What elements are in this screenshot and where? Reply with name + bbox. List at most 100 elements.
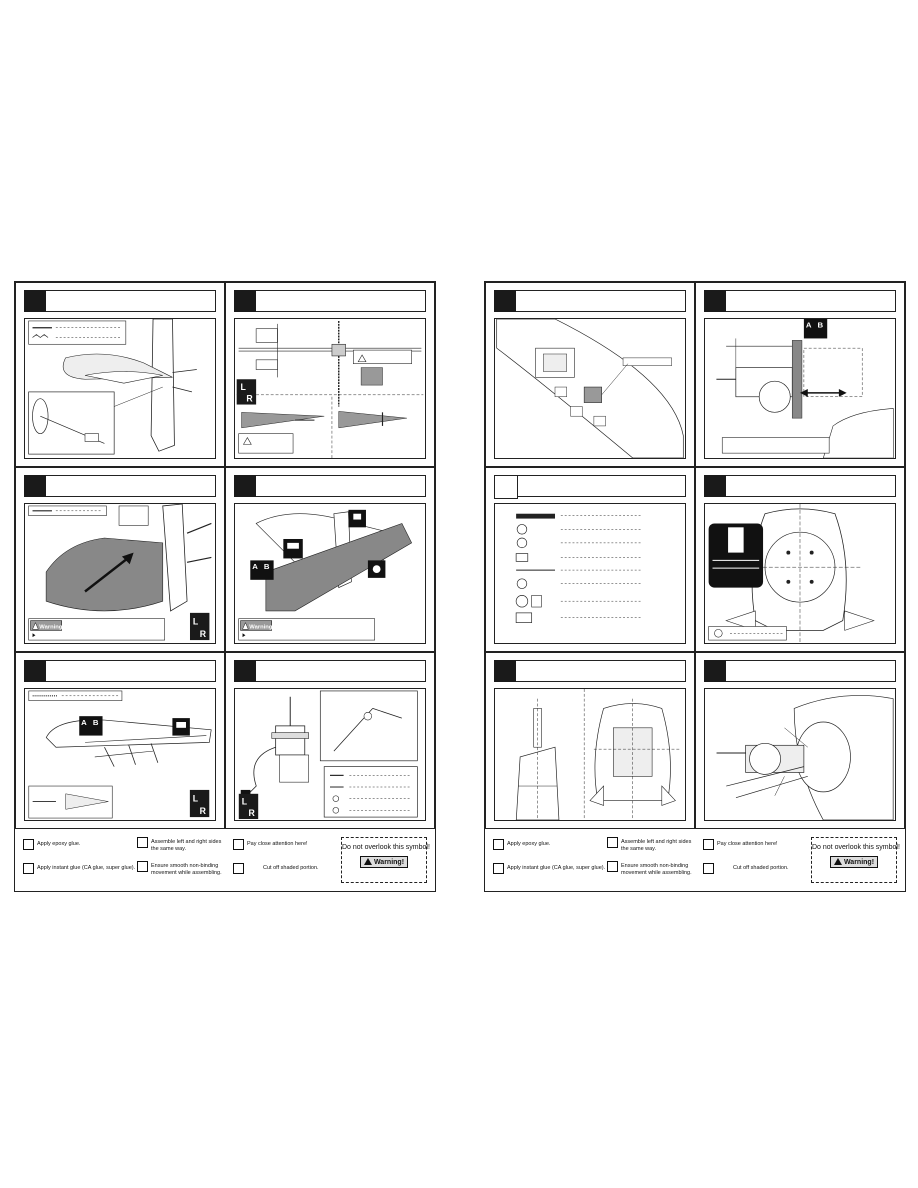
step-illustration-engine-mount: A B [704, 318, 896, 459]
step-panel-4: A B Warning! [225, 467, 435, 652]
legend-text: Cut off shaded portion. [263, 865, 319, 871]
step-panel-9 [485, 467, 695, 652]
ab-glue-a: A [81, 718, 87, 727]
elevator-glue-diagram: A B Warning! [238, 509, 413, 641]
warning-badge: Warning! [359, 856, 409, 868]
legend-text: Apply epoxy glue. [507, 841, 551, 847]
step-number-box [24, 660, 46, 682]
warning-badge-label: Warning! [249, 624, 274, 630]
legend-text: Assemble left and right sides the same w… [151, 839, 222, 852]
step-header [24, 290, 216, 312]
left-right-icon [607, 837, 618, 848]
overlook-text: Do not overlook this symbol! [812, 844, 900, 851]
step-number-box [234, 475, 256, 497]
firewall-drill-diagram [708, 504, 875, 643]
instant-glue-icon [23, 863, 34, 874]
step-header [234, 290, 426, 312]
manual-page-left: L R [14, 281, 436, 892]
ab-glue-b: B [817, 321, 823, 330]
step-panel-6: L R [225, 652, 435, 829]
warning-badge-label: Warning! [373, 859, 405, 866]
step-header [24, 660, 216, 682]
parts-list-diagram [515, 513, 643, 623]
step-header [494, 290, 686, 312]
hinge-alignment-diagram: L R [236, 320, 424, 458]
attention-icon [233, 839, 244, 850]
step-number-box [24, 475, 46, 497]
step-header [494, 475, 686, 499]
elevator-hinge-diagram [28, 319, 197, 455]
left-right-icon [137, 837, 148, 848]
engine-attach-diagram [716, 695, 894, 820]
legend-text: Ensure smooth non-binding movement while… [621, 863, 692, 876]
step-number-box [234, 290, 256, 312]
ab-glue-b: B [264, 562, 270, 571]
step-panel-5: A B L R [15, 652, 225, 829]
step-illustration-parts-list [494, 503, 686, 644]
servo-install-diagram: L R [238, 690, 418, 820]
smooth-movement-icon [607, 861, 618, 872]
engine-thrust-diagram [515, 689, 682, 820]
legend-text: Apply epoxy glue. [37, 841, 81, 847]
step-number-box [704, 660, 726, 682]
lr-symbol-r: R [248, 808, 255, 818]
step-header [704, 475, 896, 497]
warning-badge-label: Warning! [39, 624, 64, 630]
step-illustration-elevator-hinge [24, 318, 216, 459]
legend-text: Pay close attention here! [247, 841, 308, 847]
step-number-box [494, 290, 516, 312]
symbol-legend: Apply epoxy glue. Apply instant glue (CA… [485, 828, 905, 891]
step-number-box [494, 660, 516, 682]
step-number-box [494, 475, 518, 499]
epoxy-glue-icon [493, 839, 504, 850]
instant-glue-icon [493, 863, 504, 874]
engine-mount-diagram: A B [716, 319, 894, 458]
cut-off-icon [233, 863, 244, 874]
ab-glue-a: A [806, 321, 812, 330]
lr-symbol-l: L [242, 796, 248, 806]
epoxy-glue-icon [23, 839, 34, 850]
lr-symbol-l: L [193, 617, 199, 627]
step-panel-1 [15, 282, 225, 467]
warning-triangle-icon [833, 858, 842, 865]
step-illustration-engine-thrust [494, 688, 686, 821]
smooth-movement-icon [137, 861, 148, 872]
lr-symbol-r: R [200, 629, 207, 639]
step-panel-8: A B [695, 282, 905, 467]
legend-text: Apply instant glue (CA glue, super glue)… [37, 865, 136, 871]
step-illustration-engine-attach [704, 688, 896, 821]
overlook-symbol-box: Do not overlook this symbol! Warning! [341, 837, 430, 883]
step-panel-3: Warning! L R [15, 467, 225, 652]
legend-text: Cut off shaded portion. [733, 865, 789, 871]
ab-glue-a: A [252, 562, 258, 571]
warning-badge: Warning! [829, 856, 879, 868]
step-number-box [704, 290, 726, 312]
step-number-box [24, 290, 46, 312]
step-header [704, 660, 896, 682]
attention-icon [703, 839, 714, 850]
warning-badge-label: Warning! [843, 859, 875, 866]
step-illustration-elevator-glue: A B Warning! [234, 503, 426, 644]
manual-page-right: A B [484, 281, 906, 892]
legend-text: Pay close attention here! [717, 841, 778, 847]
lr-symbol-l: L [193, 794, 199, 804]
overlook-symbol-box: Do not overlook this symbol! Warning! [811, 837, 900, 883]
warning-triangle-icon [363, 858, 372, 865]
step-illustration-stab-insert: Warning! L R [24, 503, 216, 644]
lr-symbol-r: R [200, 806, 207, 816]
legend-text: Apply instant glue (CA glue, super glue)… [507, 865, 606, 871]
step-header [234, 475, 426, 497]
step-illustration-rudder-hinge: A B L R [24, 688, 216, 821]
legend-text: Ensure smooth non-binding movement while… [151, 863, 222, 876]
ab-glue-b: B [93, 718, 99, 727]
step-illustration-servo-install: L R [234, 688, 426, 821]
step-header [234, 660, 426, 682]
step-header [24, 475, 216, 497]
step-number-box [234, 660, 256, 682]
step-number-box [704, 475, 726, 497]
lr-symbol-r: R [246, 394, 253, 404]
fuselage-tank-diagram [496, 319, 684, 458]
step-illustration-hinge-alignment: L R [234, 318, 426, 459]
step-panel-12 [695, 652, 905, 829]
step-panel-10 [695, 467, 905, 652]
